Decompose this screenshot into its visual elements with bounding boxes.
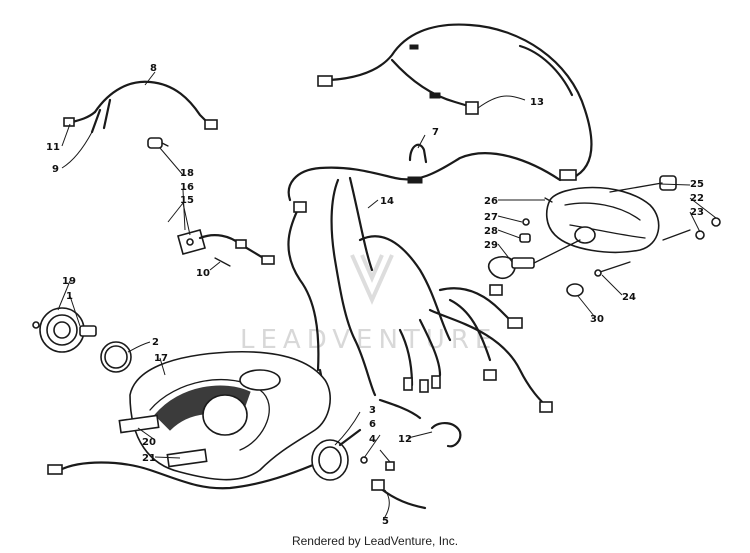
connector bbox=[317, 75, 333, 87]
connector bbox=[403, 377, 413, 391]
callout-5: 5 bbox=[382, 516, 389, 527]
dash-panel-17 bbox=[118, 350, 331, 481]
callout-12: 12 bbox=[398, 434, 412, 445]
watermark-logo bbox=[350, 254, 394, 305]
connector bbox=[489, 284, 503, 296]
main-harness-14 bbox=[287, 152, 562, 420]
callout-15: 15 bbox=[180, 195, 194, 206]
connector bbox=[261, 255, 275, 265]
callout-9: 9 bbox=[52, 164, 59, 175]
callout-24: 24 bbox=[622, 292, 636, 303]
part-18-bulb bbox=[147, 137, 169, 149]
callout-18: 18 bbox=[180, 168, 194, 179]
callout-22: 22 bbox=[690, 193, 704, 204]
callout-6: 6 bbox=[369, 419, 376, 430]
footer-credit: Rendered by LeadVenture, Inc. bbox=[291, 534, 459, 548]
connector bbox=[465, 101, 479, 115]
callout-28: 28 bbox=[484, 226, 498, 237]
connector bbox=[431, 375, 441, 389]
wire-clip bbox=[409, 44, 419, 50]
callout-10: 10 bbox=[196, 268, 210, 279]
callout-17: 17 bbox=[154, 353, 168, 364]
part-7-clip bbox=[408, 143, 428, 164]
clip-12 bbox=[430, 422, 462, 448]
connector bbox=[507, 317, 523, 329]
callout-23: 23 bbox=[690, 207, 704, 218]
connector bbox=[293, 201, 307, 213]
watermark-text: LEADVENTURE bbox=[240, 325, 497, 355]
callout-11: 11 bbox=[46, 142, 60, 153]
connector bbox=[204, 119, 218, 130]
callout-1: 1 bbox=[66, 291, 73, 302]
ring-2 bbox=[100, 341, 132, 373]
callout-25: 25 bbox=[690, 179, 704, 190]
connector bbox=[419, 379, 429, 393]
gauge-3 bbox=[311, 428, 427, 510]
callout-numbers: 8 11 9 18 16 15 10 7 13 14 26 27 28 29 2… bbox=[46, 63, 704, 527]
adjuster-parts bbox=[566, 217, 721, 297]
callout-29: 29 bbox=[484, 240, 498, 251]
lower-cable bbox=[47, 460, 322, 490]
wire-clip bbox=[429, 92, 441, 99]
callout-21: 21 bbox=[142, 453, 156, 464]
connector bbox=[371, 479, 385, 491]
leader-lines bbox=[57, 71, 717, 521]
connector bbox=[235, 239, 247, 249]
switch-bracket-15-16 bbox=[177, 229, 275, 265]
callout-30: 30 bbox=[590, 314, 604, 325]
harness-13 bbox=[317, 23, 593, 181]
callout-20: 20 bbox=[142, 437, 156, 448]
connector bbox=[483, 369, 497, 381]
callout-4: 4 bbox=[369, 434, 376, 445]
connector bbox=[539, 401, 553, 413]
callout-26: 26 bbox=[484, 196, 498, 207]
callout-7: 7 bbox=[432, 127, 439, 138]
callout-2: 2 bbox=[152, 337, 159, 348]
callout-13: 13 bbox=[530, 97, 544, 108]
callout-16: 16 bbox=[180, 182, 194, 193]
callout-8: 8 bbox=[150, 63, 157, 74]
part-10-screw bbox=[214, 257, 231, 267]
connector bbox=[63, 117, 75, 127]
harness-8 bbox=[63, 80, 218, 134]
callout-14: 14 bbox=[380, 196, 394, 207]
callout-19: 19 bbox=[62, 276, 76, 287]
callout-27: 27 bbox=[484, 212, 498, 223]
connector bbox=[559, 169, 577, 181]
connector bbox=[47, 464, 63, 475]
wire-clip bbox=[407, 176, 423, 184]
headlight-assembly-25 bbox=[545, 175, 677, 254]
callout-3: 3 bbox=[369, 405, 376, 416]
gauge-1 bbox=[32, 307, 97, 353]
